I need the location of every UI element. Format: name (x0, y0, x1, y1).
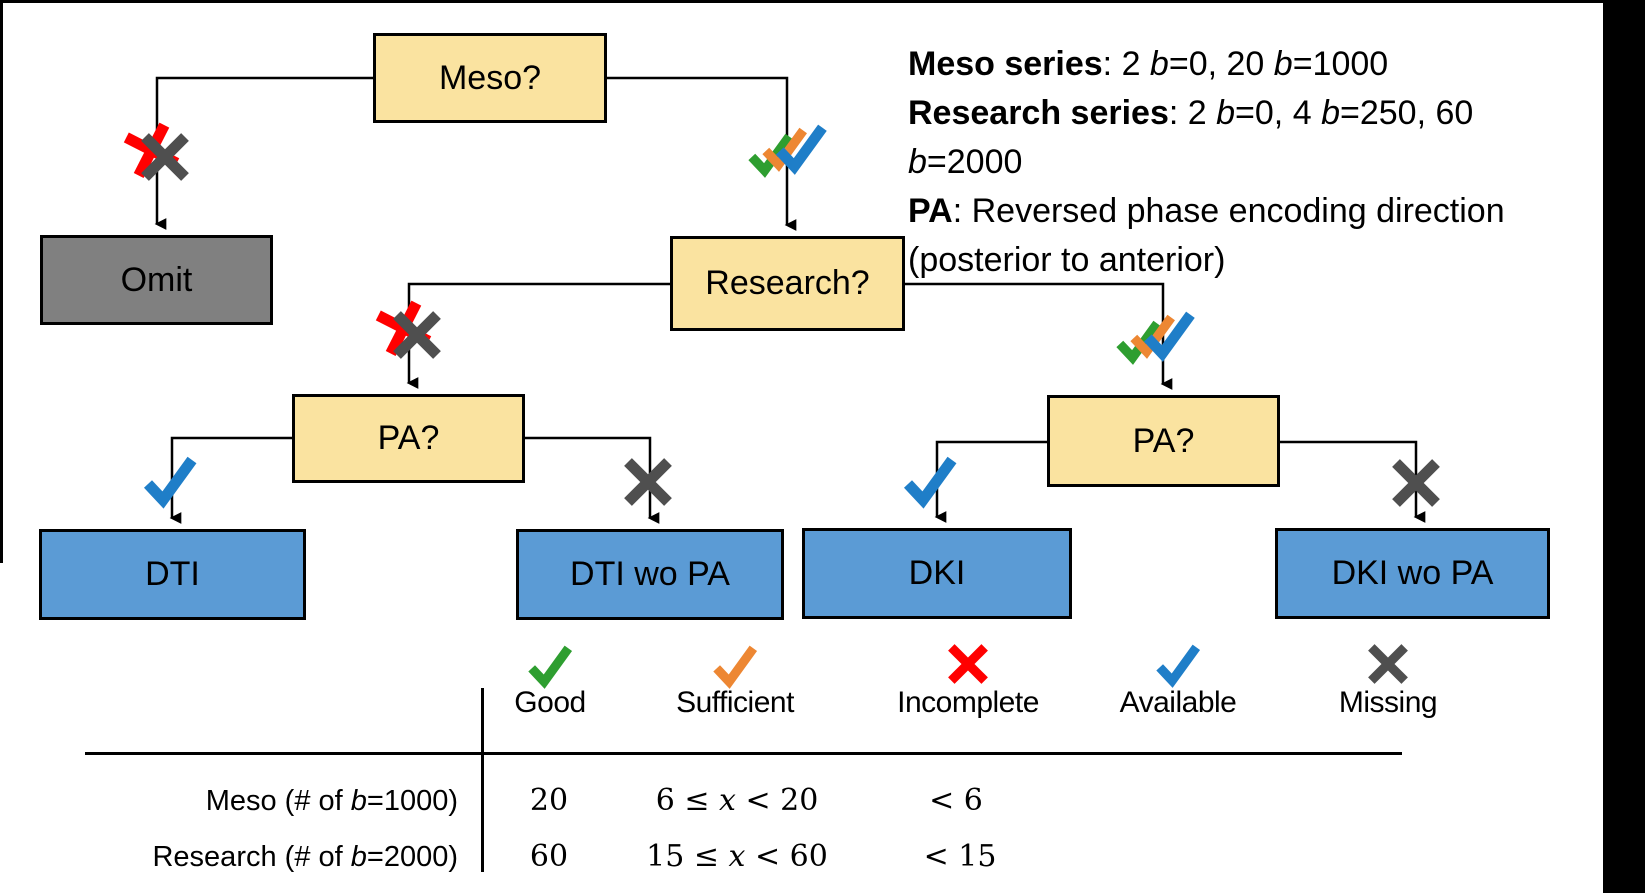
legend-label-incomplete: Incomplete (897, 686, 1039, 719)
note-line: Meso series: 2 b=0, 20 b=1000 (908, 45, 1389, 83)
table-cell-meso-good: 20 (529, 783, 569, 818)
table-row-label-research: Research (# of b=2000) (152, 841, 458, 873)
node-pa-right-label: PA? (1132, 421, 1195, 460)
node-meso: Meso? (373, 33, 607, 123)
table-cell-research-sufficient: 15 ≤ x < 60 (646, 839, 828, 874)
missing-x-icon (618, 452, 678, 512)
table-cell-meso-incomplete: < 6 (929, 783, 983, 818)
node-research: Research? (670, 236, 905, 331)
table-cell-meso-sufficient: 6 ≤ x < 20 (655, 783, 819, 818)
node-pa-left-label: PA? (377, 419, 440, 457)
legend-label-good: Good (514, 686, 586, 719)
node-dki: DKI (802, 528, 1072, 619)
table-cell-research-good: 60 (529, 839, 569, 874)
legend-label-missing: Missing (1338, 686, 1438, 719)
node-omit-label: Omit (120, 260, 193, 299)
node-dki-label: DKI (908, 554, 966, 592)
missing-x-icon (1363, 639, 1413, 689)
table-vertical-rule (481, 688, 484, 872)
node-dti-wo-pa-label: DTI wo PA (570, 555, 730, 593)
incomplete-x-icon (943, 639, 993, 689)
available-check-icon (140, 450, 200, 510)
node-research-label: Research? (705, 264, 870, 302)
node-pa-left: PA? (292, 394, 525, 483)
node-dki-wo-pa: DKI wo PA (1275, 528, 1550, 619)
node-dti-label: DTI (145, 555, 200, 593)
good-sufficient-available-check-icon (745, 118, 845, 186)
note-line: PA: Reversed phase encoding direction (908, 192, 1505, 230)
node-omit: Omit (40, 235, 273, 325)
note-line: Research series: 2 b=0, 4 b=250, 60 (908, 94, 1474, 132)
frame-right-bar (1603, 0, 1645, 893)
sufficient-check-icon (710, 640, 760, 690)
available-check-icon (1153, 639, 1203, 689)
missing-x-icon (1386, 453, 1446, 513)
legend-label-sufficient: Sufficient (676, 686, 794, 719)
incomplete-missing-x-icon (371, 293, 449, 371)
good-sufficient-available-check-icon (1113, 305, 1213, 373)
node-dti: DTI (39, 529, 306, 620)
node-dki-wo-pa-label: DKI wo PA (1331, 554, 1494, 592)
table-row-label-meso: Meso (# of b=1000) (205, 785, 458, 817)
note-line: (posterior to anterior) (908, 241, 1226, 279)
frame-left-border (0, 0, 3, 563)
legend-label-available: Available (1119, 686, 1237, 719)
node-dti-wo-pa: DTI wo PA (516, 529, 784, 620)
incomplete-missing-x-icon (119, 115, 197, 193)
node-pa-right: PA? (1047, 395, 1280, 487)
note-line: b=2000 (908, 143, 1023, 181)
table-cell-research-incomplete: < 15 (923, 839, 997, 874)
available-check-icon (900, 450, 960, 510)
series-notes: Meso series: 2 b=0, 20 b=1000 Research s… (908, 40, 1608, 285)
node-meso-label: Meso? (438, 58, 542, 97)
good-check-icon (525, 640, 575, 690)
frame-top-border (0, 0, 1645, 3)
table-horizontal-rule (85, 752, 1402, 755)
